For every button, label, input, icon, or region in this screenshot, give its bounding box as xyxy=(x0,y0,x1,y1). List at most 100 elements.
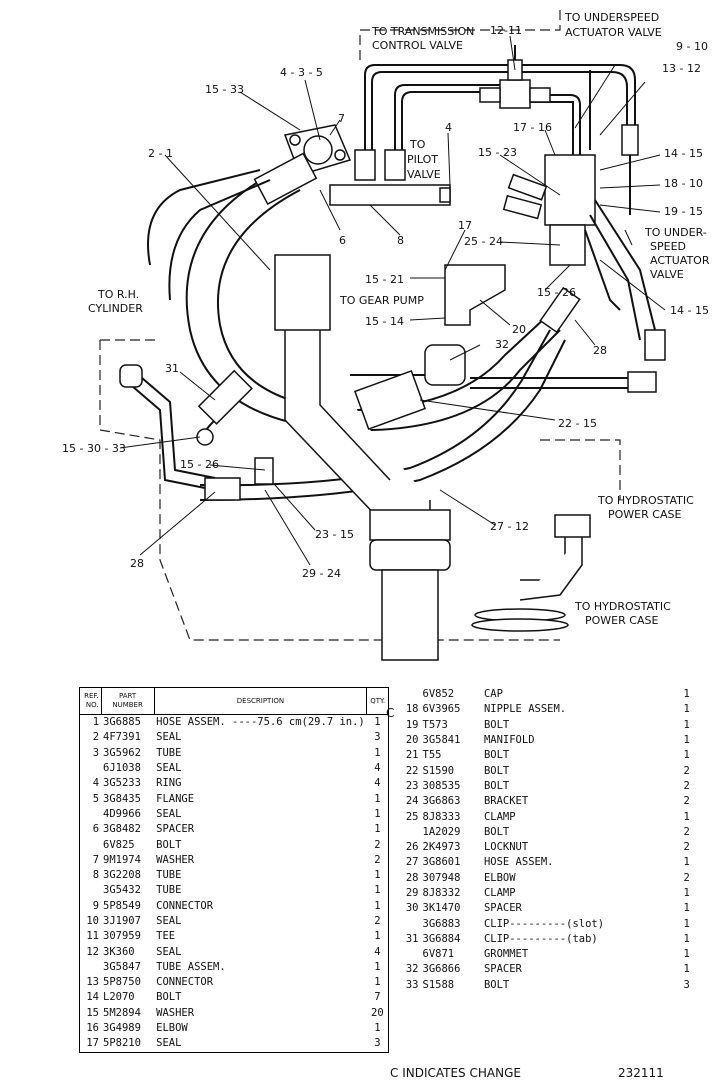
description-cell: CAP xyxy=(483,688,503,701)
callout-15-33: 15 - 33 xyxy=(205,83,244,96)
qty-cell: 1 xyxy=(374,960,381,973)
part-number-cell: 3G6885 xyxy=(103,716,141,729)
callout-6: 6 xyxy=(339,234,346,247)
qty-cell: 2 xyxy=(683,871,690,884)
callout-14-15-bottom: 14 - 15 xyxy=(670,304,709,317)
part-number-cell: 3G6884 xyxy=(422,932,461,945)
leader-lines xyxy=(119,35,666,566)
header-qty: QTY. xyxy=(366,687,389,715)
ref-cell: 30 xyxy=(405,902,419,915)
part-number-cell: 3G5962 xyxy=(103,746,141,759)
callout-12-11: 12-11 xyxy=(490,24,522,37)
qty-cell: 2 xyxy=(374,915,381,927)
callout-7: 7 xyxy=(338,112,345,125)
ref-cell: 5 xyxy=(92,792,100,805)
part-number-cell: 3G6883 xyxy=(422,917,461,930)
ref-cell: 25 xyxy=(405,810,419,823)
ref-cell xyxy=(80,837,102,852)
ref-cell: 15 xyxy=(86,1006,100,1019)
description-cell: FLANGE xyxy=(156,792,195,805)
ref-cell: 16 xyxy=(86,1022,100,1035)
part-number-cell: 308535 xyxy=(422,779,461,792)
description-cell: BOLT xyxy=(483,764,510,777)
part-number-cell: 6V871 xyxy=(422,948,455,961)
qty-cell: 2 xyxy=(374,853,381,866)
label-to-rh: TO R.H. xyxy=(97,288,139,301)
description-cell: NIPPLE ASSEM. xyxy=(483,703,567,716)
qty-cell: 1 xyxy=(683,810,690,823)
ref-cell: 9 xyxy=(92,899,100,912)
part-number-cell: 5P8210 xyxy=(103,1037,141,1050)
callout-13-12: 13 - 12 xyxy=(662,62,701,75)
description-cell: SEAL xyxy=(156,731,182,744)
qty-cell: 1 xyxy=(683,902,690,915)
description-cell: TEE xyxy=(156,930,176,943)
ref-cell: 13 xyxy=(86,976,100,989)
label-to-hydrostatic-2: TO HYDROSTATIC xyxy=(574,600,671,613)
part-number-cell: S1590 xyxy=(422,764,455,777)
qty-cell: 1 xyxy=(374,884,381,897)
callout-2-1: 2 - 1 xyxy=(148,147,173,160)
qty-cell: 1 xyxy=(683,718,690,731)
description-cell: WASHER xyxy=(156,853,195,866)
description-cell: HOSE ASSEM. ----75.6 cm(29.7 in.) xyxy=(156,716,365,729)
part-number-cell: 4F7391 xyxy=(103,731,141,744)
ref-cell xyxy=(80,807,102,822)
callout-29-24: 29 - 24 xyxy=(302,567,341,580)
part-number-cell: 3G4989 xyxy=(103,1022,141,1035)
qty-cell: 4 xyxy=(374,945,381,958)
description-cell: CLAMP xyxy=(483,887,516,899)
description-cell: GROMMET xyxy=(483,948,529,961)
ref-cell: 31 xyxy=(405,932,419,945)
qty-cell: 2 xyxy=(683,825,690,838)
qty-cell: 1 xyxy=(374,823,381,836)
qty-cell: 2 xyxy=(683,779,690,792)
qty-cell: 1 xyxy=(374,1022,381,1035)
part-number-cell: S1588 xyxy=(422,978,455,991)
description-cell: SEAL xyxy=(156,762,182,775)
qty-cell: 1 xyxy=(683,948,690,961)
callout-28-top: 28 xyxy=(593,344,607,357)
ref-cell: 32 xyxy=(405,963,419,976)
ref-cell: 1 xyxy=(92,716,100,729)
part-number-cell: 3G5841 xyxy=(422,734,461,747)
callout-15-26-top: 15 - 26 xyxy=(537,286,576,299)
description-cell: CLIP---------(tab) xyxy=(483,932,598,945)
callout-20: 20 xyxy=(512,323,526,336)
qty-cell: 1 xyxy=(374,716,381,729)
callout-31: 31 xyxy=(165,362,179,375)
description-cell: BOLT xyxy=(483,749,510,762)
description-cell: TUBE ASSEM. xyxy=(156,960,226,973)
qty-cell: 20 xyxy=(371,1006,384,1019)
qty-cell: 1 xyxy=(374,807,381,820)
callout-22-15: 22 - 15 xyxy=(558,417,597,430)
callout-8: 8 xyxy=(397,234,404,247)
description-cell: SPACER xyxy=(483,902,522,915)
qty-cell: 1 xyxy=(374,746,381,759)
part-number-cell: T55 xyxy=(422,749,442,762)
description-cell: TUBE xyxy=(156,869,182,882)
description-cell: WASHER xyxy=(156,1006,195,1019)
description-cell: RING xyxy=(156,777,182,790)
hose-end-fitting xyxy=(253,152,581,334)
callout-27-12: 27 - 12 xyxy=(490,520,529,533)
qty-cell: 1 xyxy=(683,749,690,762)
callout-15-30-33: 15 - 30 - 33 xyxy=(62,442,126,455)
part-number-cell: 6V3965 xyxy=(422,703,461,716)
qty-cell: 1 xyxy=(374,792,381,805)
description-cell: BOLT xyxy=(483,825,510,838)
part-number-cell: 5P8549 xyxy=(103,899,141,912)
qty-cell: 1 xyxy=(683,887,690,899)
callout-17-16: 17 - 16 xyxy=(513,121,552,134)
part-number-cell: 3G6863 xyxy=(422,795,461,808)
